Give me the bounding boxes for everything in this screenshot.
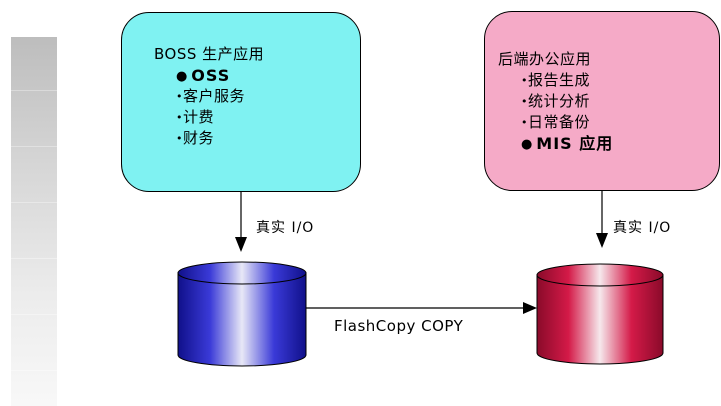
backend-office-title: 后端办公应用 bbox=[498, 50, 592, 68]
right-io-label: 真实 I/O bbox=[613, 220, 672, 236]
boss-production-box: BOSS 生产应用 ● OSS •客户服务 •计费 •财务 bbox=[121, 12, 361, 192]
list-item-text: 客户服务 bbox=[183, 87, 246, 105]
list-item: •计费 bbox=[176, 107, 245, 128]
decorative-gradient-stripe bbox=[11, 37, 57, 406]
list-item: •报告生成 bbox=[521, 70, 613, 91]
bullet-icon: • bbox=[521, 74, 528, 87]
left-io-label: 真实 I/O bbox=[256, 220, 315, 236]
list-item: •客户服务 bbox=[176, 86, 245, 107]
red-disk-cylinder-icon bbox=[536, 263, 664, 365]
flashcopy-label: FlashCopy COPY bbox=[334, 317, 464, 335]
boss-production-title: BOSS 生产应用 bbox=[154, 45, 265, 63]
list-item-text: OSS bbox=[191, 66, 231, 85]
backend-office-box: 后端办公应用 •报告生成 •统计分析 •日常备份 ● MIS 应用 bbox=[484, 11, 720, 191]
list-item-text: MIS 应用 bbox=[536, 134, 614, 153]
list-item-text: 财务 bbox=[183, 129, 215, 147]
bullet-icon: • bbox=[521, 95, 528, 108]
stripe-divider bbox=[11, 314, 57, 315]
stripe-divider bbox=[11, 146, 57, 147]
bullet-icon: • bbox=[176, 132, 183, 145]
list-item-text: 报告生成 bbox=[528, 71, 591, 89]
stripe-divider bbox=[11, 90, 57, 91]
backend-office-list: •报告生成 •统计分析 •日常备份 ● MIS 应用 bbox=[521, 70, 613, 154]
left-io-arrow bbox=[235, 192, 247, 252]
bullet-icon: • bbox=[521, 116, 528, 129]
list-item-text: 计费 bbox=[183, 108, 215, 126]
right-io-arrow bbox=[596, 191, 608, 248]
list-item: •日常备份 bbox=[521, 112, 613, 133]
bullet-icon: ● bbox=[521, 137, 533, 152]
list-item: •财务 bbox=[176, 128, 245, 149]
stripe-divider bbox=[11, 370, 57, 371]
stripe-divider bbox=[11, 258, 57, 259]
list-item: ● MIS 应用 bbox=[521, 133, 613, 154]
flashcopy-arrow bbox=[306, 302, 537, 314]
list-item-text: 日常备份 bbox=[528, 113, 591, 131]
bullet-icon: • bbox=[176, 111, 183, 124]
boss-production-list: ● OSS •客户服务 •计费 •财务 bbox=[176, 65, 245, 149]
list-item: •统计分析 bbox=[521, 91, 613, 112]
list-item-text: 统计分析 bbox=[528, 92, 591, 110]
list-item: ● OSS bbox=[176, 65, 245, 86]
blue-disk-cylinder-icon bbox=[177, 261, 307, 367]
bullet-icon: • bbox=[176, 90, 183, 103]
bullet-icon: ● bbox=[176, 69, 188, 84]
stripe-divider bbox=[11, 202, 57, 203]
